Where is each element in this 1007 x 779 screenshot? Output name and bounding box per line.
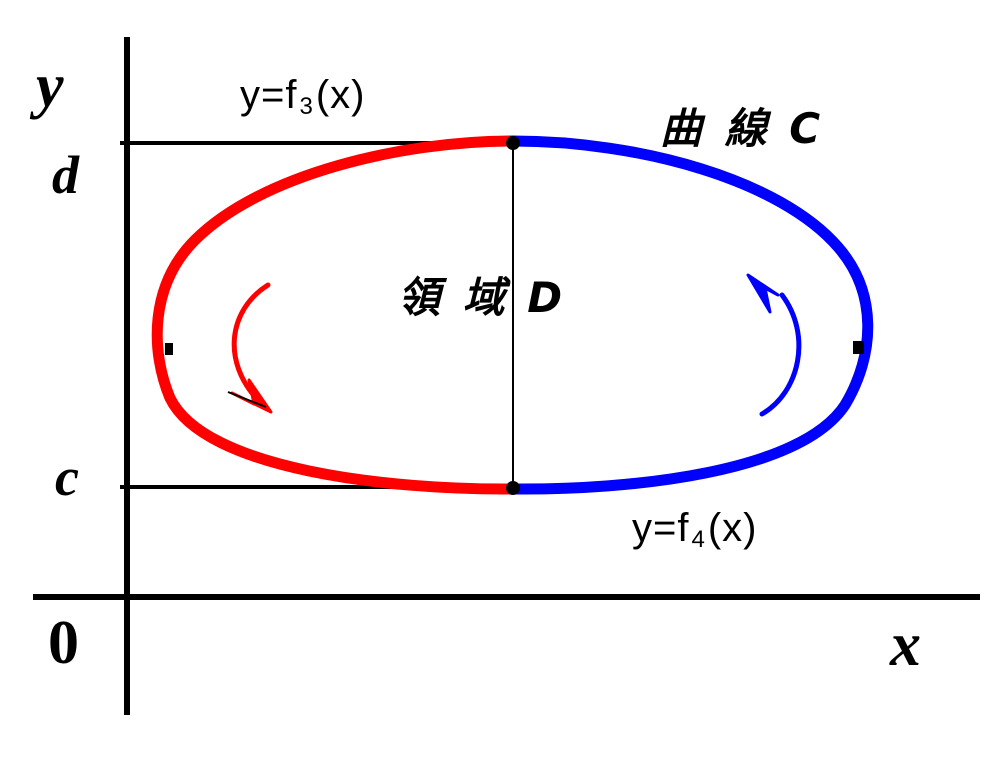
origin-label: 0 — [48, 609, 79, 677]
lower-function-label: y=f4(x) — [632, 506, 758, 552]
curve-right-blue-arc — [507, 135, 874, 495]
x-axis-label: x — [890, 611, 921, 679]
upper-function-subscript: 3 — [299, 93, 314, 120]
y-tick-label-c: c — [55, 447, 79, 507]
lower-function-subscript: 4 — [691, 526, 706, 553]
left-arrow-accent-line — [227, 391, 267, 408]
lower-function-prefix: y=f — [632, 506, 690, 550]
curve-left-red-arc — [151, 135, 519, 495]
y-axis-label: y — [36, 52, 64, 120]
right-orientation-arrow-shaft — [759, 292, 802, 417]
upper-function-prefix: y=f — [240, 73, 298, 117]
rightmost-point-marker — [853, 341, 864, 354]
y-tick-label-d: d — [52, 145, 79, 205]
right-orientation-arrowhead — [746, 273, 780, 314]
left-orientation-arrow-shaft — [231, 282, 271, 403]
upper-function-suffix: (x) — [315, 73, 366, 117]
leftmost-point-marker — [165, 343, 173, 355]
curve-c-label: 曲 線 C — [660, 104, 825, 153]
region-d-label: 領 域 D — [398, 273, 567, 322]
bottom-junction-point — [506, 481, 520, 495]
top-junction-point — [506, 136, 520, 150]
upper-function-label: y=f3(x) — [240, 73, 366, 119]
lower-function-suffix: (x) — [707, 506, 758, 550]
